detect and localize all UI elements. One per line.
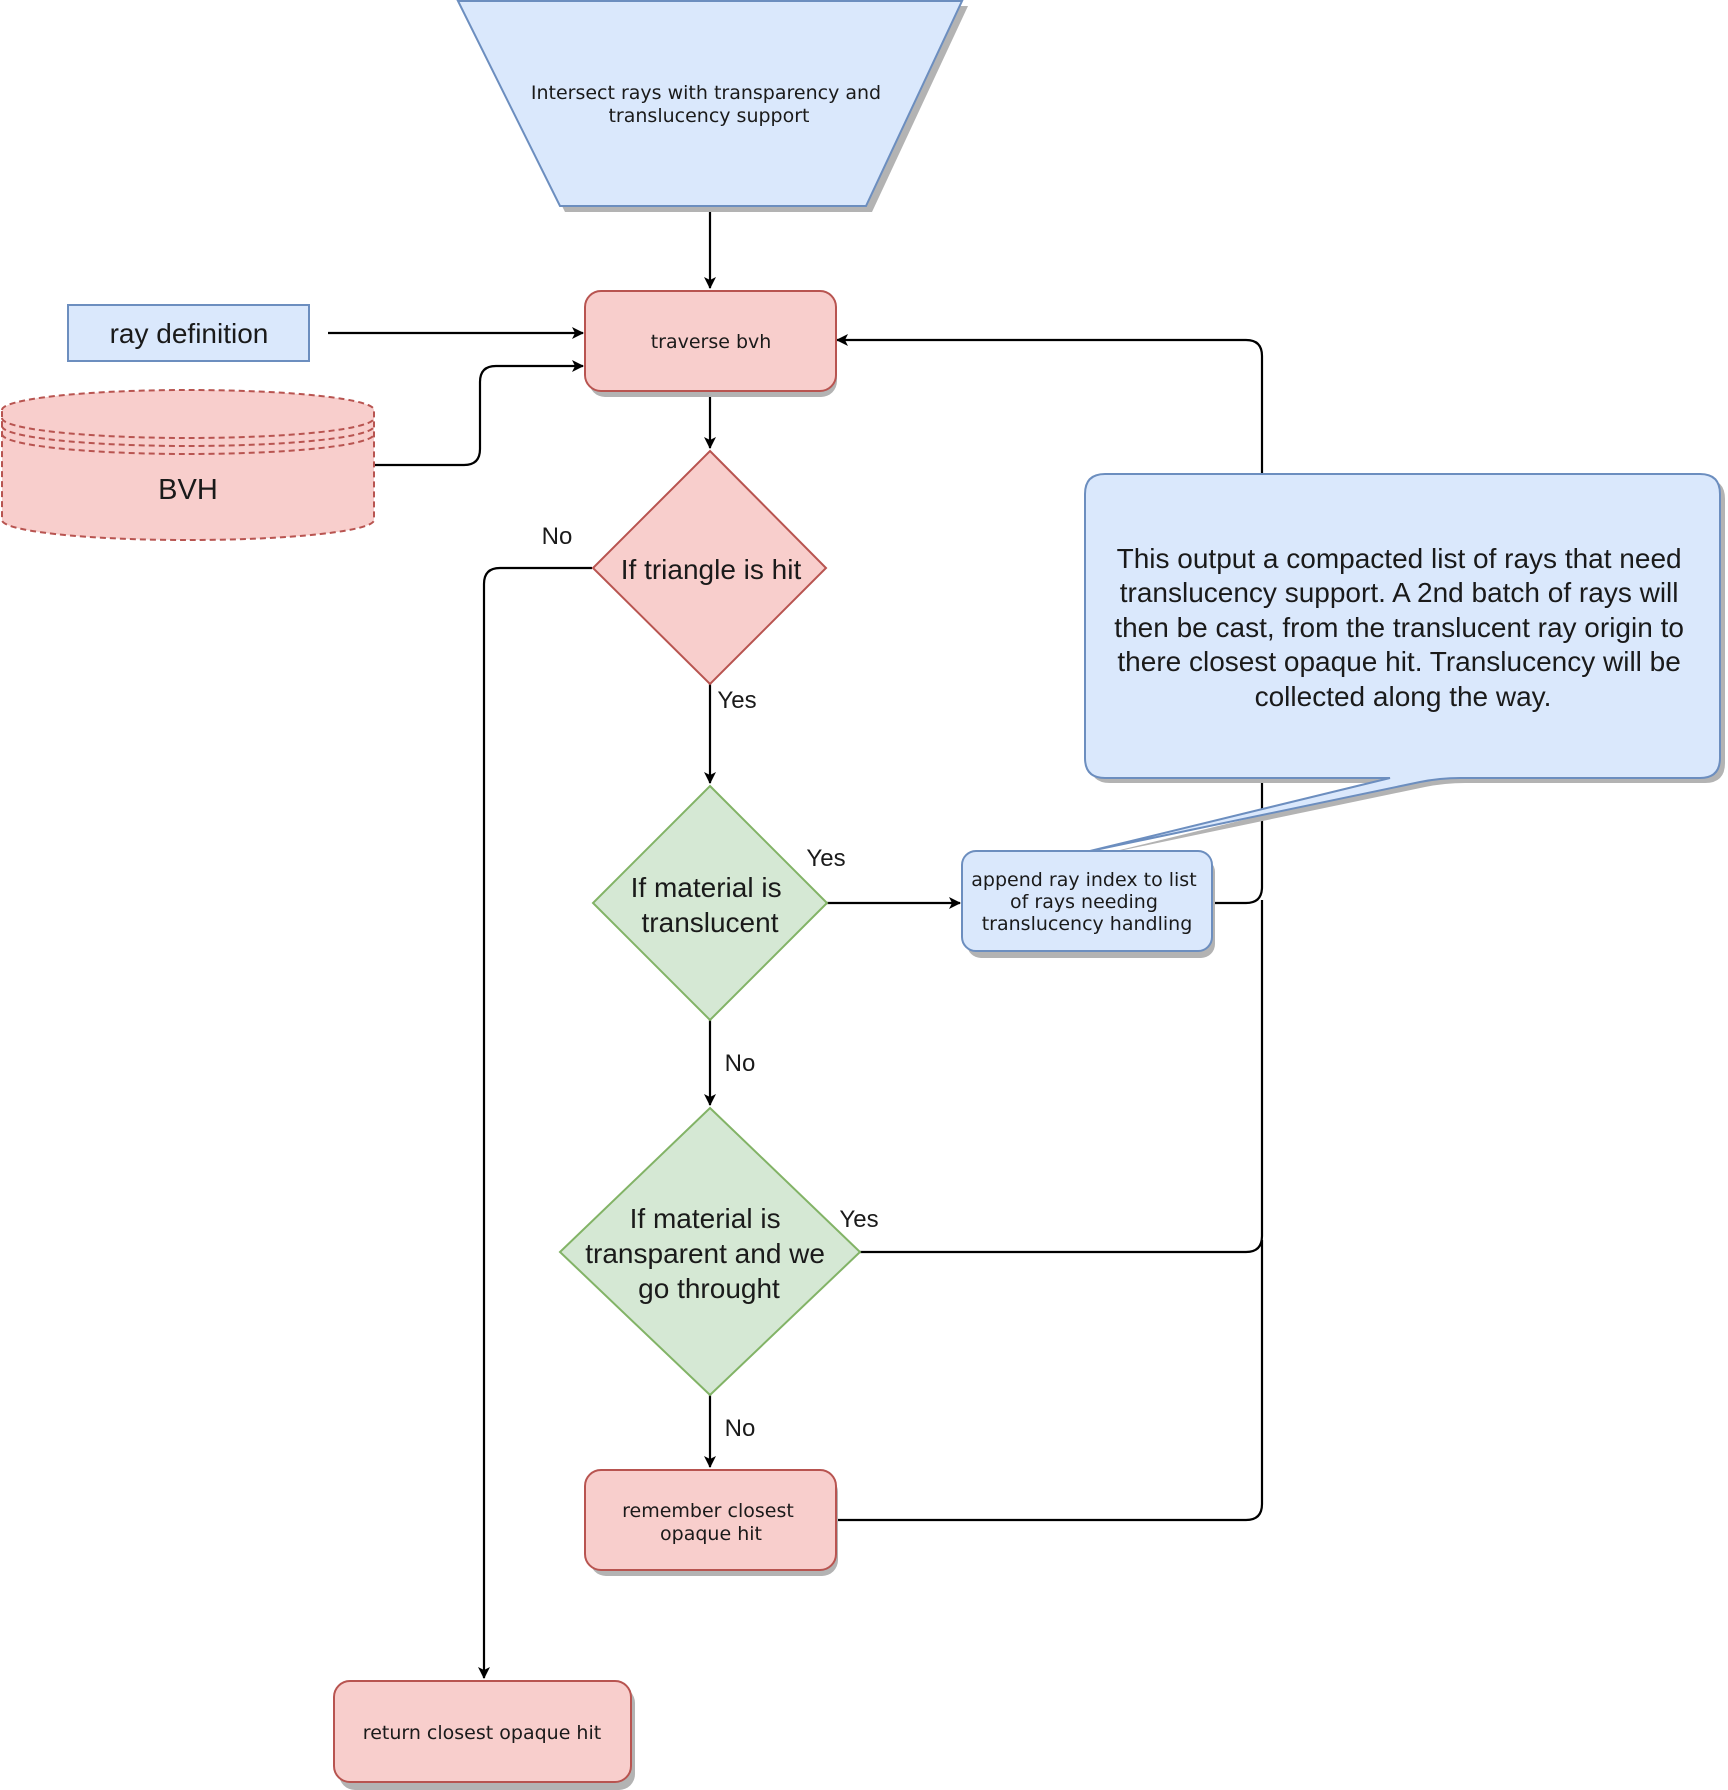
node-triangle-hit: If triangle is hit	[591, 449, 828, 686]
node-bvh: BVH	[1, 389, 375, 541]
callout-text: This output a compacted list of rays tha…	[1114, 543, 1691, 712]
remember-box	[584, 1469, 837, 1571]
bvh-cylinder	[1, 389, 375, 541]
remember-label: remember closest opaque hit	[622, 1500, 800, 1545]
node-ray-definition: ray definition	[67, 304, 310, 362]
node-translucent: If material is translucent	[591, 784, 829, 1022]
edges	[328, 206, 1264, 1679]
node-remember: remember closest opaque hit	[584, 1469, 838, 1576]
node-append: append ray index to list of rays needing…	[961, 850, 1215, 958]
translucent-diamond	[591, 784, 829, 1022]
label-hit-yes: Yes	[717, 687, 756, 714]
return-box	[333, 1680, 632, 1783]
label-transparent-yes: Yes	[839, 1206, 878, 1233]
start-label: Intersect rays with transparency and tra…	[531, 82, 887, 127]
ray-definition-box	[67, 304, 310, 362]
translucency-callout: This output a compacted list of rays tha…	[1084, 473, 1725, 856]
bvh-label: BVH	[158, 474, 218, 506]
edge-transparent-yes-loop	[860, 900, 1264, 1254]
edge-labels: No Yes Yes No Yes No	[542, 523, 879, 1442]
triangle-hit-label: If triangle is hit	[621, 554, 802, 585]
traverse-box	[584, 290, 837, 392]
bvh-ring-1	[1, 417, 375, 439]
ray-definition-label: ray definition	[110, 318, 269, 349]
return-label: return closest opaque hit	[363, 1722, 601, 1744]
traverse-label: traverse bvh	[651, 331, 772, 353]
bvh-ring-3	[1, 433, 375, 455]
node-traverse: traverse bvh	[584, 290, 837, 397]
node-start: Intersect rays with transparency and tra…	[456, 0, 968, 212]
edge-hit-no-to-return	[478, 566, 592, 1679]
label-transparent-no: No	[725, 1415, 756, 1442]
edge-remember-loop	[837, 1240, 1264, 1522]
append-box	[961, 850, 1213, 952]
node-return: return closest opaque hit	[333, 1680, 635, 1790]
label-translucent-yes: Yes	[806, 845, 845, 872]
triangle-hit-diamond	[591, 449, 828, 686]
transparent-label: If material is transparent and we go thr…	[585, 1203, 833, 1304]
node-transparent: If material is transparent and we go thr…	[558, 1106, 862, 1397]
translucent-label: If material is translucent	[631, 872, 790, 938]
append-label: append ray index to list of rays needing…	[971, 869, 1202, 935]
callout-bubble	[1084, 473, 1721, 852]
label-translucent-no: No	[725, 1050, 756, 1077]
label-hit-no: No	[542, 523, 573, 550]
start-trapezoid	[456, 0, 964, 207]
transparent-diamond	[558, 1106, 862, 1397]
edge-bvh-to-traverse	[374, 360, 584, 467]
bvh-ring-2	[1, 425, 375, 447]
